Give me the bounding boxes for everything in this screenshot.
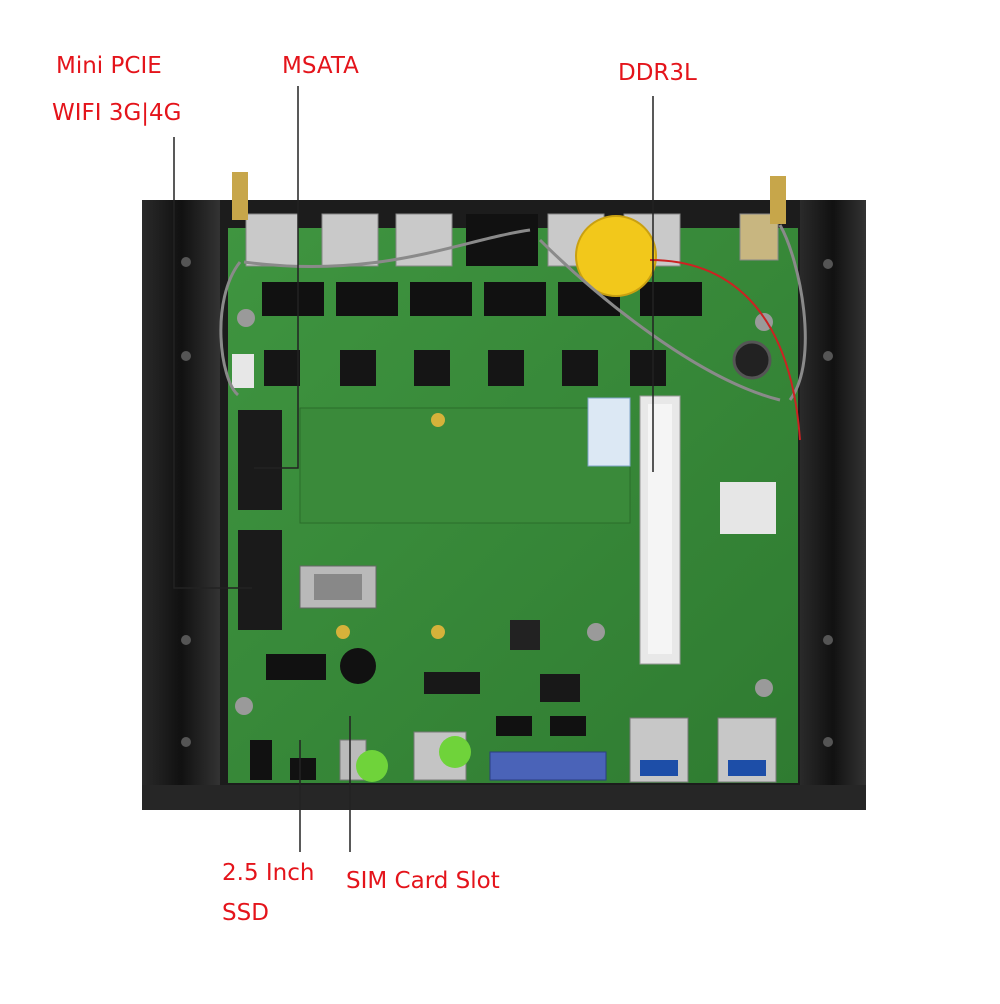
sim-card-slot-label: SIM Card Slot xyxy=(346,868,500,894)
ssd-size-label: 2.5 Inch xyxy=(222,860,315,886)
ssd-label: SSD xyxy=(222,900,269,926)
mini-pcie-label: Mini PCIE xyxy=(56,53,162,79)
wifi-3g-4g-label: WIFI 3G|4G xyxy=(52,100,182,126)
callout-lines xyxy=(173,86,654,852)
ddr3l-label: DDR3L xyxy=(618,60,697,86)
motherboard xyxy=(228,213,798,783)
msata-label: MSATA xyxy=(282,53,359,79)
